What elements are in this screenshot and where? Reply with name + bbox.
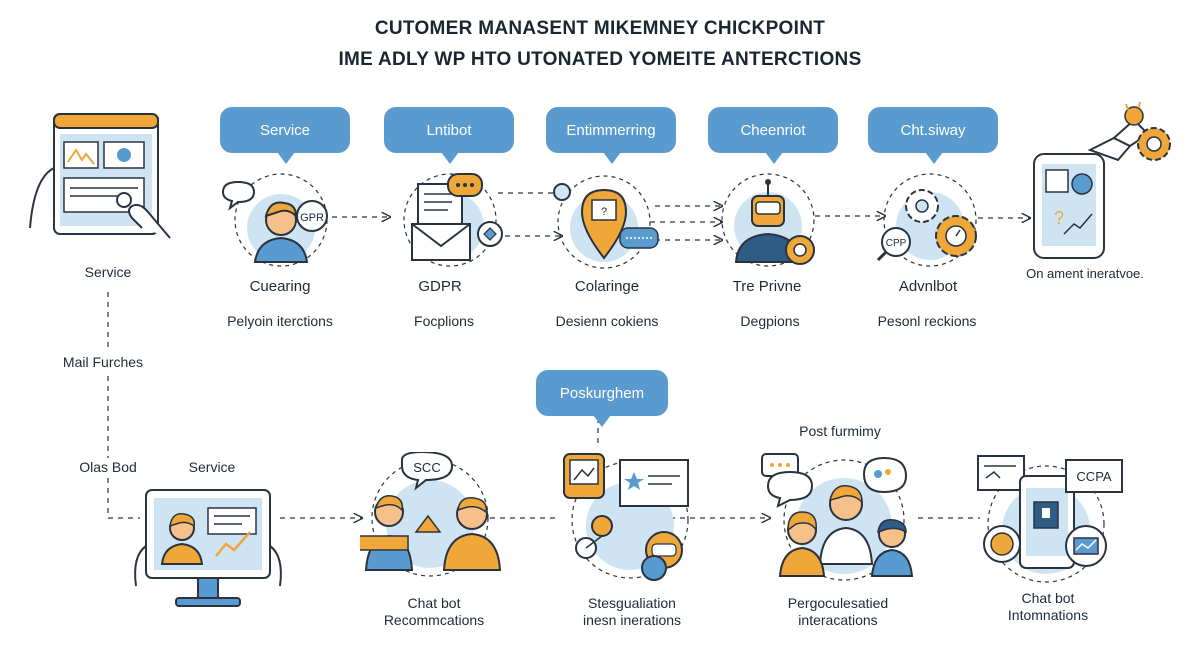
- bottom-caption-2-line1: Stesgualiation: [588, 595, 676, 611]
- phone-automation-illustration: ?: [1030, 100, 1180, 262]
- bottom-node-2: [556, 440, 706, 585]
- diagram-title: CUTOMER MANASENT MIKEMNEY CHICKPOINT: [374, 18, 826, 39]
- step-title-1: Cuearing: [249, 278, 311, 295]
- step-node-1: GPR: [218, 170, 338, 270]
- svg-text:?: ?: [1054, 208, 1064, 228]
- step-bubble-entimmerring: Entimmerring: [546, 107, 676, 164]
- ccpa-badge: CCPA: [1076, 469, 1111, 484]
- step-title-3: Colaringe: [574, 278, 640, 295]
- people-chat-icon: SCC: [360, 452, 502, 577]
- bottom-caption-2: Stesgualiation inesn inerations: [583, 595, 681, 629]
- bottom-caption-3: Pergoculesatied interacations: [788, 595, 888, 629]
- monitor-illustration: [128, 486, 298, 616]
- step-caption-3: Desienn cokiens: [555, 313, 659, 329]
- step-node-2: [392, 170, 512, 270]
- phone-ccpa-globe-icon: CCPA: [977, 455, 1123, 583]
- right-caption: On ament ineratvoe.: [1026, 266, 1144, 281]
- step-node-4: [716, 170, 836, 270]
- step-caption-5: Pesonl reckions: [877, 313, 977, 329]
- tablet-hand-icon: [29, 113, 171, 239]
- cpp-badge: CPP: [886, 238, 907, 249]
- bottom-caption-1-line2: Recommcations: [383, 612, 485, 628]
- mail-document-icon: [403, 173, 503, 267]
- bottom-caption-4-line2: Intomnations: [1007, 607, 1089, 623]
- olas-bod-label: Olas Bod: [79, 459, 137, 475]
- bottom-caption-4: Chat bot Intomnations: [1008, 590, 1088, 624]
- location-pin-icon: ?: [553, 175, 659, 269]
- robot-agent-icon: [721, 173, 815, 267]
- step-caption-4: Degpions: [740, 313, 800, 329]
- gears-settings-icon: CPP: [876, 173, 977, 267]
- step-title-5: Advnlbot: [898, 278, 958, 295]
- step-bubble-cheenriot: Cheenriot: [708, 107, 838, 164]
- step-bubble-lntibot: Lntibot: [384, 107, 514, 164]
- bottom-bubble-poskurghem: Poskurghem: [536, 370, 668, 427]
- left-service-label: Service: [84, 264, 132, 280]
- gpr-badge: GPR: [300, 212, 324, 224]
- bottom-caption-1: Chat bot Recommcations: [384, 595, 484, 629]
- monitor-agent-icon: [134, 489, 282, 607]
- post-furmimy-label: Post furmimy: [799, 423, 881, 439]
- bottom-node-1: SCC: [360, 452, 510, 582]
- svg-text:?: ?: [601, 206, 607, 218]
- step-bubble-service: Service: [220, 107, 350, 164]
- step-node-3: ?: [552, 172, 672, 272]
- step-node-5: CPP: [874, 170, 994, 270]
- mail-furches-label: Mail Furches: [62, 354, 144, 370]
- bottom-caption-3-line2: interacations: [798, 612, 878, 628]
- bottom-node-3: [760, 446, 920, 586]
- step-title-4: Tre Privne: [732, 278, 802, 295]
- step-caption-1: Pelyoin iterctions: [227, 313, 333, 329]
- phone-robot-hand-icon: ?: [1033, 101, 1171, 259]
- step-caption-2: Focplions: [414, 313, 474, 329]
- bottom-caption-4-line1: Chat bot: [1021, 590, 1075, 606]
- person-support-icon: GPR: [221, 173, 328, 267]
- screens-network-icon: [563, 453, 689, 581]
- bottom-caption-3-line1: Pergoculesatied: [787, 595, 889, 611]
- diagram-subtitle: IME ADLY WP HTO UTONATED YOMEITE ANTERCT…: [338, 49, 862, 70]
- group-people-icon: [761, 453, 914, 581]
- bottom-node-4: CCPA: [976, 446, 1126, 586]
- scc-badge: SCC: [413, 460, 440, 475]
- bottom-service-label: Service: [188, 459, 236, 475]
- step-bubble-chtsiway: Cht.siway: [868, 107, 998, 164]
- bottom-caption-1-line1: Chat bot: [407, 595, 461, 611]
- bottom-caption-2-line2: inesn inerations: [582, 612, 682, 628]
- tablet-illustration: [20, 108, 192, 248]
- step-title-2: GDPR: [418, 278, 462, 295]
